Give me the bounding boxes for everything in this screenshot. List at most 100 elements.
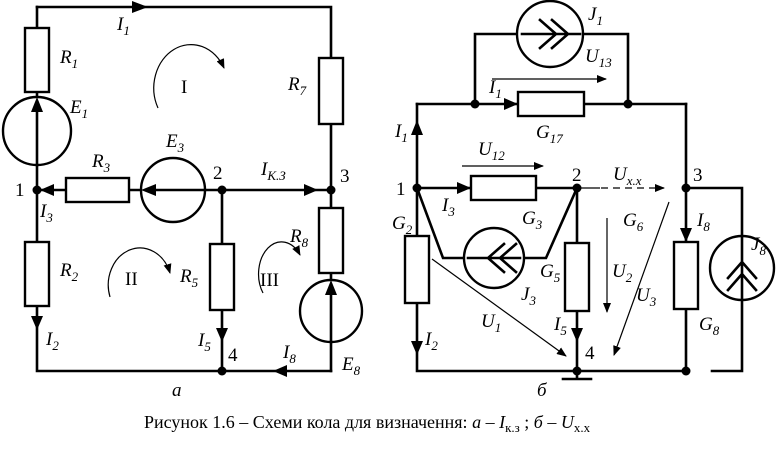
label-r8: R8	[289, 226, 309, 250]
label-u2: U2	[612, 261, 633, 285]
loop-arrow-ii	[107, 247, 172, 298]
label-e3: E3	[165, 131, 185, 155]
label-i5-b: I5	[553, 314, 567, 338]
loop-label-ii: II	[125, 269, 138, 290]
label-i5-a: I5	[197, 330, 211, 354]
label-i8-b: I8	[696, 210, 710, 234]
label-i1-b-top: I1	[488, 77, 502, 101]
label-e8: E8	[341, 354, 361, 378]
wire-j8-loop	[684, 186, 744, 373]
loop-arrow-iii	[257, 241, 301, 294]
label-j3: J3	[521, 284, 536, 308]
node-label-b1: 1	[396, 179, 406, 200]
resistor-r8	[317, 206, 345, 275]
node-b1	[412, 183, 422, 193]
arrow-i3-b	[457, 182, 471, 194]
loop-arrow-i	[153, 44, 225, 109]
label-uxx: Uх.х	[613, 164, 642, 188]
label-u13: U13	[585, 46, 612, 70]
label-i2-b: I2	[424, 329, 438, 353]
node-label-a3: 3	[340, 166, 350, 187]
source-j3	[462, 226, 526, 290]
source-j1	[515, 0, 585, 69]
resistor-g2	[403, 234, 431, 305]
arrow-i2-b	[411, 341, 423, 355]
label-g5: G5	[540, 261, 561, 285]
loop-label-iii: III	[260, 270, 279, 291]
label-i1-b-left: I1	[394, 121, 408, 145]
wire-j3-branch	[415, 186, 579, 260]
sublabel-a: а	[172, 380, 182, 401]
label-e1: E1	[69, 97, 88, 121]
arrow-u1	[431, 258, 567, 357]
arrow-ikz	[304, 184, 318, 196]
arrow-i1-b-left	[411, 120, 423, 135]
source-e1	[1, 95, 73, 167]
node-a3	[326, 185, 336, 195]
label-r7: R7	[287, 74, 307, 98]
resistor-g5	[563, 241, 591, 313]
node-label-a1: 1	[15, 180, 25, 201]
label-g17: G17	[536, 122, 563, 146]
label-g3: G3	[522, 208, 543, 232]
node-label-a2: 2	[213, 163, 223, 184]
resistor-r2	[23, 240, 51, 308]
resistor-r1	[23, 26, 51, 94]
label-j8: J8	[751, 234, 766, 258]
label-g6: G6	[623, 210, 644, 234]
label-u3: U3	[636, 285, 657, 309]
resistor-g8	[672, 240, 700, 311]
resistor-r3	[64, 176, 131, 204]
arrow-i1	[132, 1, 148, 13]
circuit-a: I1 R1 E1 R3 E3 I3 1 2 3 4 IК.З R7 R8 E8 …	[1, 1, 364, 401]
node-b-bottom-right	[681, 366, 691, 376]
label-r5: R5	[179, 266, 199, 290]
node-b-top-left	[470, 99, 480, 109]
node-b-top-right	[623, 99, 633, 109]
label-i1: I1	[116, 14, 130, 38]
node-a2	[217, 185, 227, 195]
wire-top	[35, 5, 333, 60]
figure-caption: Рисунок 1.6 – Схеми кола для визначення:…	[144, 412, 591, 435]
node-b2	[572, 183, 582, 193]
node-label-a4: 4	[228, 345, 238, 366]
sublabel-b: б	[537, 380, 548, 401]
source-e3	[139, 156, 207, 224]
source-e8	[298, 278, 364, 344]
node-a4	[217, 366, 227, 376]
resistor-g3	[469, 174, 538, 202]
arrow-i5	[216, 328, 228, 342]
label-ikz: IК.З	[260, 159, 286, 183]
label-i3-a: I3	[39, 201, 53, 225]
node-a1	[32, 185, 42, 195]
label-g2: G2	[392, 213, 413, 237]
resistor-g17	[516, 90, 586, 118]
arrow-i5-b	[571, 328, 583, 342]
label-g8: G8	[699, 314, 720, 338]
arrow-i1-b-top	[504, 98, 518, 110]
arrow-i8-b	[680, 228, 692, 242]
arrow-i8	[273, 365, 287, 377]
label-i2-a: I2	[45, 329, 59, 353]
label-r1: R1	[59, 47, 78, 71]
source-j8	[708, 234, 776, 302]
arrow-i3	[40, 184, 54, 196]
arrow-u3	[613, 201, 670, 356]
resistor-r7	[317, 56, 345, 126]
label-r3: R3	[91, 151, 111, 175]
label-r2: R2	[59, 260, 79, 284]
circuit-b: J1 U13 I1 G17 I1 U12 1 2 3 4 Uх.х I3 G3 …	[392, 0, 776, 401]
label-j1: J1	[588, 4, 603, 28]
label-u1: U1	[481, 311, 501, 335]
wire-j1-loop	[473, 32, 630, 106]
label-i8-a: I8	[282, 342, 296, 366]
node-label-b2: 2	[572, 165, 582, 186]
label-u12: U12	[478, 139, 505, 163]
node-b3	[681, 183, 691, 193]
arrow-i2	[31, 316, 43, 330]
node-label-b4: 4	[585, 343, 595, 364]
loop-label-i: I	[181, 77, 187, 98]
node-label-b3: 3	[693, 165, 703, 186]
node-b4	[572, 366, 582, 376]
